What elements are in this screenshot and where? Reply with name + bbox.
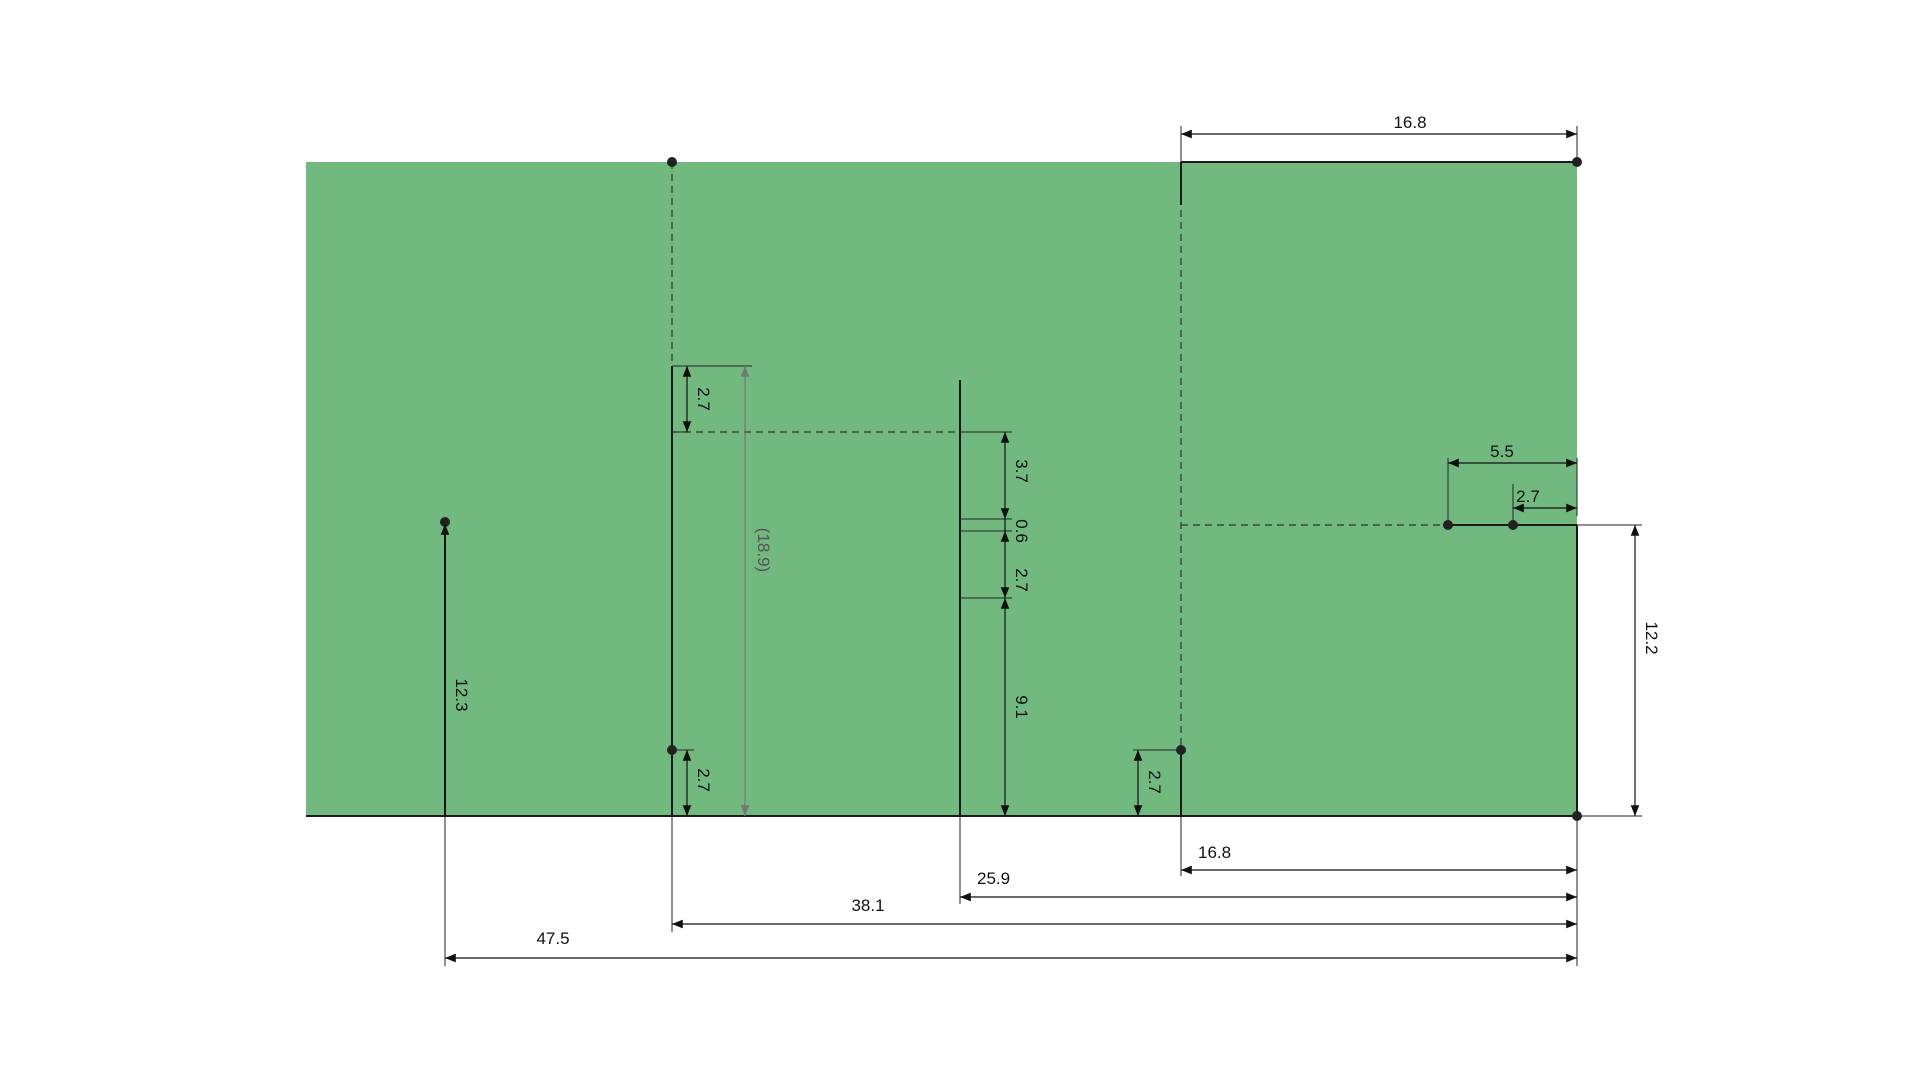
dim-text-left-height[interactable]: 12.3 bbox=[452, 678, 471, 711]
dim-text-step-height[interactable]: 2.7 bbox=[1145, 770, 1164, 794]
dim-text-slot-top[interactable]: 3.7 bbox=[1012, 459, 1031, 483]
profile-region[interactable] bbox=[306, 162, 1577, 816]
dim-text-right-offset-outer[interactable]: 5.5 bbox=[1490, 442, 1514, 461]
dim-text-right-offset-inner[interactable]: 2.7 bbox=[1516, 487, 1540, 506]
dim-text-bottom-25-9[interactable]: 25.9 bbox=[977, 869, 1010, 888]
dim-text-bottom-47-5[interactable]: 47.5 bbox=[536, 929, 569, 948]
sketch-point-top-left[interactable] bbox=[667, 157, 677, 167]
dim-text-slot-bottom[interactable]: 9.1 bbox=[1012, 695, 1031, 719]
dim-text-slot-gap[interactable]: 0.6 bbox=[1012, 519, 1031, 543]
dim-text-bottom-38-1[interactable]: 38.1 bbox=[851, 896, 884, 915]
dim-text-bottom-16-8[interactable]: 16.8 bbox=[1198, 843, 1231, 862]
dim-text-slot-middle[interactable]: 2.7 bbox=[1012, 568, 1031, 592]
dim-text-right-height[interactable]: 12.2 bbox=[1642, 621, 1661, 654]
dim-text-notch-bottom[interactable]: 2.7 bbox=[694, 768, 713, 792]
dim-text-reference-height[interactable]: (18.9) bbox=[754, 528, 773, 572]
dim-text-top-width[interactable]: 16.8 bbox=[1393, 113, 1426, 132]
dim-text-notch-top[interactable]: 2.7 bbox=[694, 387, 713, 411]
